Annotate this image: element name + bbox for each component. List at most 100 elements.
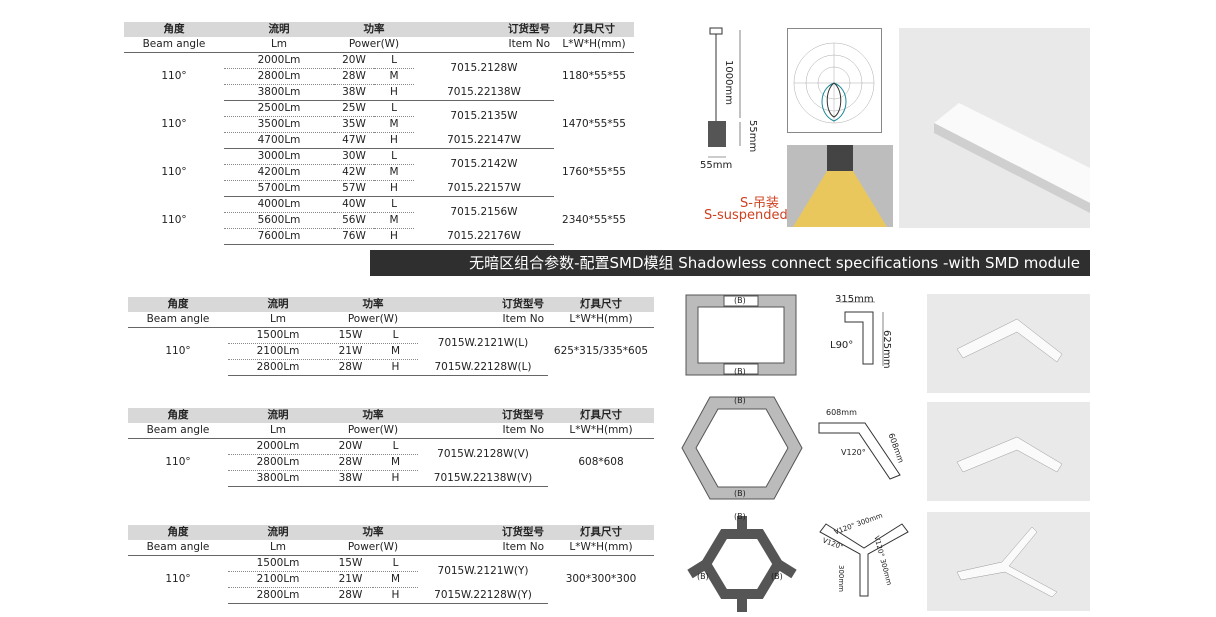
power-value: 20W — [334, 52, 374, 69]
lumen-value: 4000Lm — [224, 196, 334, 213]
lumen-value: 7600Lm — [224, 228, 334, 245]
v-corner-dims — [818, 422, 901, 480]
lumen-value: 2000Lm — [228, 438, 328, 455]
table-header: 功率 — [328, 525, 418, 540]
power-level: M — [374, 68, 414, 85]
lumen-value: 4700Lm — [224, 132, 334, 149]
power-level: L — [374, 100, 414, 117]
fixture-size: 1180*55*55 — [562, 70, 626, 83]
header-angle-en: Beam angle — [124, 37, 224, 53]
table-header-en: Item No — [418, 423, 548, 439]
linear-luminaire-photo — [899, 28, 1090, 228]
y-corner-dims — [819, 523, 909, 597]
power-level: M — [373, 454, 418, 471]
y-dim-c: 300mm — [837, 565, 845, 592]
table-header: 角度 — [128, 408, 228, 423]
power-value: 35W — [334, 116, 374, 133]
lumen-value: 3500Lm — [224, 116, 334, 133]
power-level: H — [373, 359, 418, 376]
header-size: 灯具尺寸 — [554, 22, 634, 37]
table-header: 角度 — [128, 297, 228, 312]
dim-height: 1000mm — [723, 60, 734, 105]
power-value: 25W — [334, 100, 374, 117]
beam-angle: 110° — [161, 214, 187, 226]
lumen-value: 3800Lm — [228, 470, 328, 487]
power-value: 20W — [328, 438, 373, 455]
item-number: 7015.2142W — [450, 158, 518, 171]
power-level: H — [374, 84, 414, 101]
lumen-value: 1500Lm — [228, 327, 328, 344]
table-header: 功率 — [328, 408, 418, 423]
light-beam-photo — [787, 145, 893, 227]
power-level: M — [373, 571, 418, 588]
power-level: M — [374, 212, 414, 229]
table-header-en: L*W*H(mm) — [548, 540, 654, 556]
item-number: 7015.2156W — [450, 206, 518, 219]
power-level: H — [373, 470, 418, 487]
lumen-value: 2800Lm — [228, 454, 328, 471]
y-luminaire-photo — [927, 512, 1090, 611]
item-number: 7015W.22138W(V) — [418, 470, 548, 487]
table-header-en: Power(W) — [328, 423, 418, 439]
table-header: 角度 — [128, 525, 228, 540]
table-header: 流明 — [228, 297, 328, 312]
section-banner: 无暗区组合参数-配置SMD模组 Shadowless connect speci… — [370, 250, 1090, 276]
table-header-en: L*W*H(mm) — [548, 423, 654, 439]
power-value: 30W — [334, 148, 374, 165]
y-layout-diagram — [687, 516, 797, 612]
table-header-en: Lm — [228, 423, 328, 439]
item-number: 7015W.2121W(Y) — [437, 565, 529, 578]
beam-angle: 110° — [161, 118, 187, 130]
suspended-label-en: S-suspended — [704, 208, 788, 223]
v-dim-angle: V120° — [841, 448, 866, 457]
power-value: 56W — [334, 212, 374, 229]
item-number: 7015.22138W — [414, 84, 554, 101]
power-value: 15W — [328, 555, 373, 572]
table-header: 灯具尺寸 — [548, 525, 654, 540]
lumen-value: 2500Lm — [224, 100, 334, 117]
power-level: L — [373, 438, 418, 455]
photometric-diagram — [787, 28, 882, 133]
rect-layout-diagram — [685, 294, 797, 376]
power-value: 38W — [334, 84, 374, 101]
item-number: 7015W.22128W(Y) — [418, 587, 548, 604]
table-header: 功率 — [328, 297, 418, 312]
power-level: H — [373, 587, 418, 604]
fixture-size: 625*315/335*605 — [553, 345, 649, 358]
lumen-value: 2800Lm — [228, 587, 328, 604]
fixture-size: 1760*55*55 — [562, 166, 626, 178]
marker-b-1: (B) — [734, 296, 746, 305]
header-item-en: Item No — [414, 37, 554, 53]
item-number: 7015.2135W — [450, 110, 518, 123]
fixture-size: 608*608 — [578, 456, 624, 469]
power-level: L — [373, 327, 418, 344]
lumen-value: 2100Lm — [228, 571, 328, 588]
power-level: H — [374, 228, 414, 245]
power-level: L — [374, 148, 414, 165]
power-level: L — [374, 196, 414, 213]
v-dim-top: 608mm — [826, 408, 857, 417]
lumen-value: 2000Lm — [224, 52, 334, 69]
table-header: 流明 — [228, 525, 328, 540]
power-level: L — [374, 52, 414, 69]
table-header: 流明 — [228, 408, 328, 423]
table-header: 灯具尺寸 — [548, 408, 654, 423]
power-level: M — [373, 343, 418, 360]
lumen-value: 4200Lm — [224, 164, 334, 181]
table-header-en: Beam angle — [128, 312, 228, 328]
table-header-en: Item No — [418, 540, 548, 556]
marker-b-2: (B) — [734, 367, 746, 376]
table-header: 订货型号 — [418, 525, 548, 540]
power-value: 28W — [328, 587, 373, 604]
